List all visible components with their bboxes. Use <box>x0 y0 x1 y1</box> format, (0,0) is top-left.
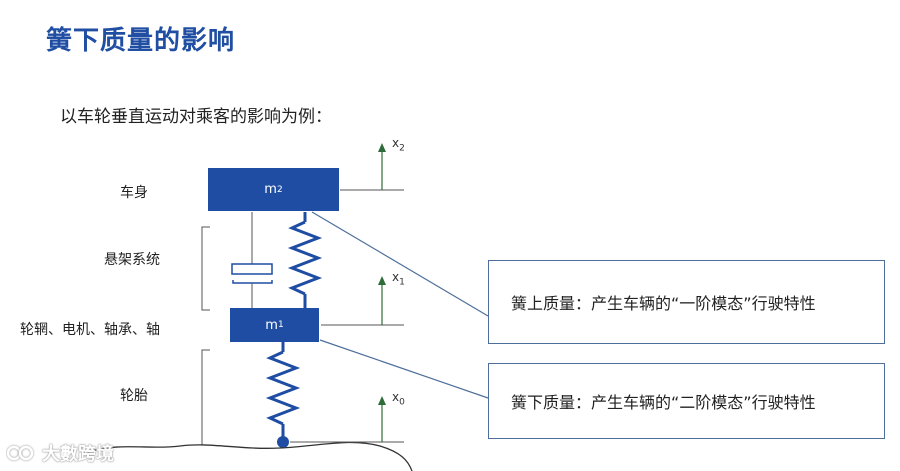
watermark: 大數跨境 <box>6 440 114 466</box>
x2-arrow-icon <box>378 143 386 152</box>
callout-unsprung-mass: 簧下质量：产生车辆的“二阶模态”行驶特性 <box>488 363 885 439</box>
page-title: 簧下质量的影响 <box>46 26 236 56</box>
damper-cylinder <box>232 280 273 284</box>
x0-sub: 0 <box>399 397 405 408</box>
callout-sprung-mass: 簧上质量：产生车辆的“一阶模态”行驶特性 <box>488 260 885 344</box>
tire-contact-point <box>277 436 289 448</box>
watermark-text: 大數跨境 <box>42 444 114 465</box>
suspension-bracket <box>201 226 210 311</box>
sprung-leader-line <box>311 211 489 317</box>
damper-piston <box>231 263 273 275</box>
m2-sub: 2 <box>276 184 283 195</box>
lower-spring <box>265 350 301 426</box>
x1-sub: 1 <box>399 277 405 288</box>
label-wheel-parts: 轮辋、电机、轴承、轴 <box>20 322 160 338</box>
m2-base: m <box>264 182 277 197</box>
axis-label-x2: x2 <box>392 136 405 153</box>
x1-arrow-icon <box>378 276 386 285</box>
axis-label-x0: x0 <box>392 390 405 407</box>
m1-base: m <box>265 317 278 333</box>
label-body: 车身 <box>120 185 148 201</box>
label-tire: 轮胎 <box>120 388 148 404</box>
m1-sub: 1 <box>277 320 284 330</box>
axis-label-x1: x1 <box>392 270 405 287</box>
subtitle: 以车轮垂直运动对乘客的影响为例： <box>60 107 332 127</box>
callout-unsprung-text: 簧下质量：产生车辆的“二阶模态”行驶特性 <box>511 393 816 412</box>
watermark-logo-icon <box>6 445 34 461</box>
road-surface <box>87 441 413 471</box>
callout-sprung-text: 簧上质量：产生车辆的“一阶模态”行驶特性 <box>511 294 816 313</box>
x2-sub: 2 <box>399 143 405 154</box>
unsprung-leader-line <box>319 339 489 399</box>
x2-base: x <box>392 136 400 150</box>
x1-base: x <box>392 270 400 284</box>
x0-arrow-icon <box>378 396 386 405</box>
x0-base: x <box>392 390 400 404</box>
tire-bracket <box>201 349 210 446</box>
label-suspension: 悬架系统 <box>104 252 160 268</box>
upper-spring <box>287 220 323 296</box>
